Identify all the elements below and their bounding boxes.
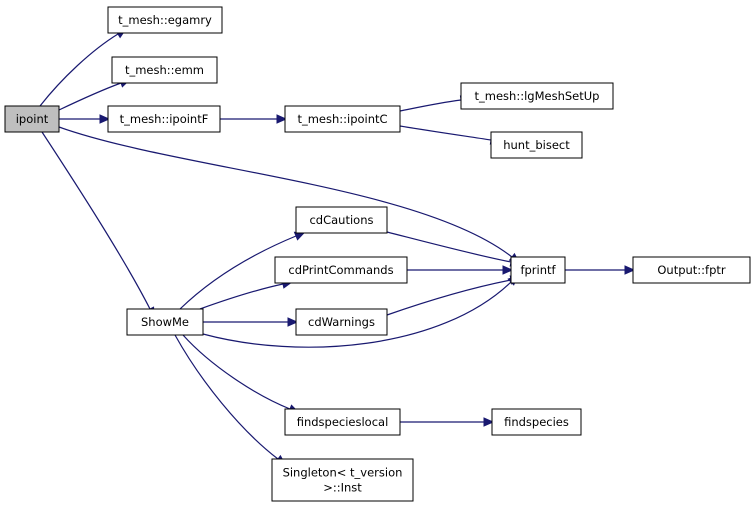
node-label: t_mesh::ipointF bbox=[120, 112, 209, 126]
node-box[interactable] bbox=[107, 6, 223, 34]
edge-ShowMe-to-cdWarnings bbox=[203, 317, 299, 327]
edge-line bbox=[41, 131, 151, 310]
arrowhead-icon bbox=[99, 114, 111, 124]
node-label: cdWarnings bbox=[308, 315, 375, 329]
node-label: fprintf bbox=[520, 263, 556, 277]
edge-line bbox=[199, 283, 284, 310]
edge-line bbox=[386, 231, 512, 263]
arrowhead-icon bbox=[483, 417, 495, 427]
node-fprintf[interactable]: fprintf bbox=[510, 256, 566, 284]
edge-line bbox=[58, 126, 513, 258]
node-box[interactable] bbox=[271, 458, 414, 502]
edge-fprintf-to-fptr bbox=[565, 265, 636, 275]
node-box[interactable] bbox=[107, 105, 221, 133]
node-label: Singleton< t_version bbox=[283, 466, 403, 480]
node-label: t_mesh::lgMeshSetUp bbox=[475, 89, 600, 103]
node-box[interactable] bbox=[111, 56, 218, 84]
node-cdWarnings[interactable]: cdWarnings bbox=[295, 308, 388, 336]
edge-line bbox=[386, 279, 512, 316]
edge-ipointF-to-ipointC bbox=[220, 114, 288, 124]
arrowhead-icon bbox=[624, 265, 636, 275]
edge-ShowMe-to-cdPrintCommands bbox=[199, 279, 294, 310]
node-label: findspecieslocal bbox=[297, 415, 389, 429]
node-label: t_mesh::egamry bbox=[118, 13, 212, 27]
node-label: >::Inst bbox=[323, 481, 362, 495]
node-label: hunt_bisect bbox=[503, 138, 570, 152]
node-egamry[interactable]: t_mesh::egamry bbox=[107, 6, 223, 34]
edge-line bbox=[182, 334, 291, 410]
node-emm[interactable]: t_mesh::emm bbox=[111, 56, 218, 84]
node-label: ShowMe bbox=[141, 315, 189, 329]
node-label: findspecies bbox=[504, 415, 569, 429]
arrowhead-icon bbox=[276, 114, 288, 124]
node-box[interactable] bbox=[126, 308, 204, 336]
edge-ipoint-to-ipointF bbox=[59, 114, 111, 124]
node-box[interactable] bbox=[295, 206, 388, 234]
arrowhead-icon bbox=[287, 317, 299, 327]
node-findspecieslocal[interactable]: findspecieslocal bbox=[284, 408, 401, 436]
edge-cdPrintCommands-to-fprintf bbox=[407, 265, 514, 275]
node-lgMeshSetUp[interactable]: t_mesh::lgMeshSetUp bbox=[460, 82, 614, 110]
node-box[interactable] bbox=[460, 82, 614, 110]
node-box[interactable] bbox=[284, 408, 401, 436]
node-box[interactable] bbox=[490, 131, 583, 159]
node-label: t_mesh::ipointC bbox=[297, 112, 387, 126]
edge-line bbox=[39, 33, 119, 107]
node-singleton[interactable]: Singleton< t_version>::Inst bbox=[271, 458, 414, 502]
node-label: Output::fptr bbox=[657, 263, 726, 277]
node-box[interactable] bbox=[4, 105, 60, 133]
edge-line bbox=[179, 235, 297, 310]
node-cdPrintCommands[interactable]: cdPrintCommands bbox=[274, 256, 408, 284]
edge-ipoint-to-emm bbox=[58, 78, 131, 111]
node-box[interactable] bbox=[510, 256, 566, 284]
edge-line bbox=[399, 99, 462, 112]
node-label: cdCautions bbox=[309, 213, 373, 227]
nodes-layer: ipoint t_mesh::egamryt_mesh::emmt_mesh::i… bbox=[4, 6, 751, 502]
edge-ipoint-to-ShowMe bbox=[41, 131, 155, 319]
node-box[interactable] bbox=[632, 256, 751, 284]
node-label: t_mesh::emm bbox=[125, 63, 204, 77]
node-fptr[interactable]: Output::fptr bbox=[632, 256, 751, 284]
edge-line bbox=[202, 281, 512, 348]
node-box[interactable] bbox=[295, 308, 388, 336]
node-hunt_bisect[interactable]: hunt_bisect bbox=[490, 131, 583, 159]
edge-line bbox=[58, 82, 122, 111]
edge-ipointC-to-hunt_bisect bbox=[399, 125, 502, 145]
node-box[interactable] bbox=[491, 408, 582, 436]
edge-line bbox=[399, 125, 492, 141]
node-label: ipoint bbox=[16, 112, 49, 126]
arrowhead-icon bbox=[502, 265, 514, 275]
edge-ShowMe-to-cdCautions bbox=[179, 231, 306, 310]
node-label: cdPrintCommands bbox=[288, 263, 393, 277]
node-ShowMe[interactable]: ShowMe bbox=[126, 308, 204, 336]
node-ipoint[interactable]: ipoint bbox=[4, 105, 60, 133]
node-ipointF[interactable]: t_mesh::ipointF bbox=[107, 105, 221, 133]
node-cdCautions[interactable]: cdCautions bbox=[295, 206, 388, 234]
edge-findspecieslocal-to-findspecies bbox=[400, 417, 495, 427]
node-box[interactable] bbox=[284, 105, 401, 133]
edge-ipointC-to-lgMeshSetUp bbox=[399, 95, 472, 112]
edge-line bbox=[174, 334, 279, 460]
node-box[interactable] bbox=[274, 256, 408, 284]
node-ipointC[interactable]: t_mesh::ipointC bbox=[284, 105, 401, 133]
edge-ipoint-to-fprintf bbox=[58, 126, 521, 264]
node-findspecies[interactable]: findspecies bbox=[491, 408, 582, 436]
